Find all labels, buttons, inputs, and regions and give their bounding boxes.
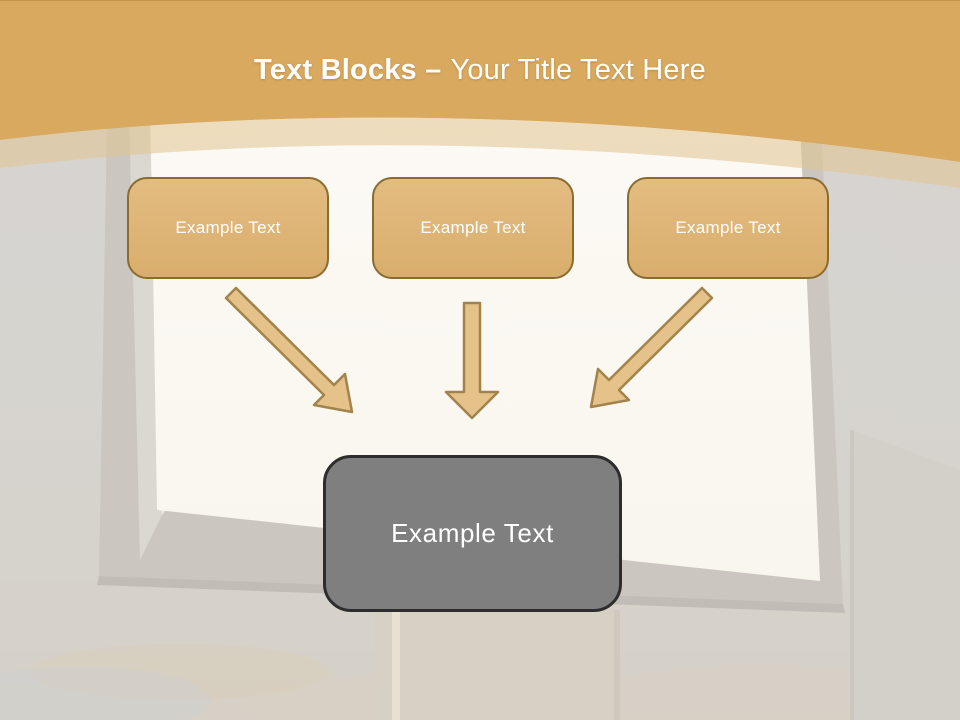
billboard-side-structure xyxy=(850,430,960,720)
page-title-bold: Text Blocks – xyxy=(254,54,442,86)
header-arc-band xyxy=(0,117,960,188)
source-block-3: Example Text xyxy=(627,177,829,279)
page-title: Text Blocks –Your Title Text Here xyxy=(0,54,960,86)
billboard-pole xyxy=(374,598,620,720)
target-block: Example Text xyxy=(323,455,622,612)
source-block-3-label: Example Text xyxy=(675,218,781,237)
source-block-2-label: Example Text xyxy=(420,218,526,237)
page-title-regular: Your Title Text Here xyxy=(450,54,706,86)
target-block-label: Example Text xyxy=(391,518,554,548)
header-arc xyxy=(0,0,960,162)
source-block-1: Example Text xyxy=(127,177,329,279)
source-block-1-label: Example Text xyxy=(175,218,281,237)
source-block-2: Example Text xyxy=(372,177,574,279)
